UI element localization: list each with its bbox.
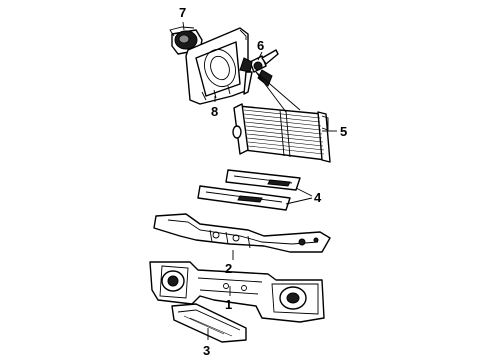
callout-1: 1 xyxy=(225,297,232,312)
radiator-support-part xyxy=(149,261,325,323)
fan-shroud-part xyxy=(185,27,249,105)
callout-4: 4 xyxy=(314,190,322,205)
leader-4a xyxy=(295,187,313,197)
callouts: 7 8 6 5 4 2 1 3 xyxy=(179,5,347,358)
callout-6: 6 xyxy=(257,38,264,53)
upper-tie-bar-part xyxy=(153,213,331,253)
leader-6b xyxy=(255,71,301,111)
callout-5: 5 xyxy=(340,124,347,139)
callout-8: 8 xyxy=(211,104,218,119)
callout-3: 3 xyxy=(203,343,210,358)
baffle-upper-part xyxy=(225,169,301,191)
fan-blade-part xyxy=(239,49,279,95)
leader-6c xyxy=(255,71,287,113)
leader-7 xyxy=(182,21,185,31)
leader-4b xyxy=(285,197,313,205)
leader-lines xyxy=(182,21,337,340)
callout-2: 2 xyxy=(225,261,232,276)
callout-7: 7 xyxy=(179,5,186,20)
baffle-lower-part xyxy=(197,185,291,211)
lower-filler-part xyxy=(171,303,247,343)
leader-6 xyxy=(257,51,263,61)
radiator-part xyxy=(232,103,331,163)
